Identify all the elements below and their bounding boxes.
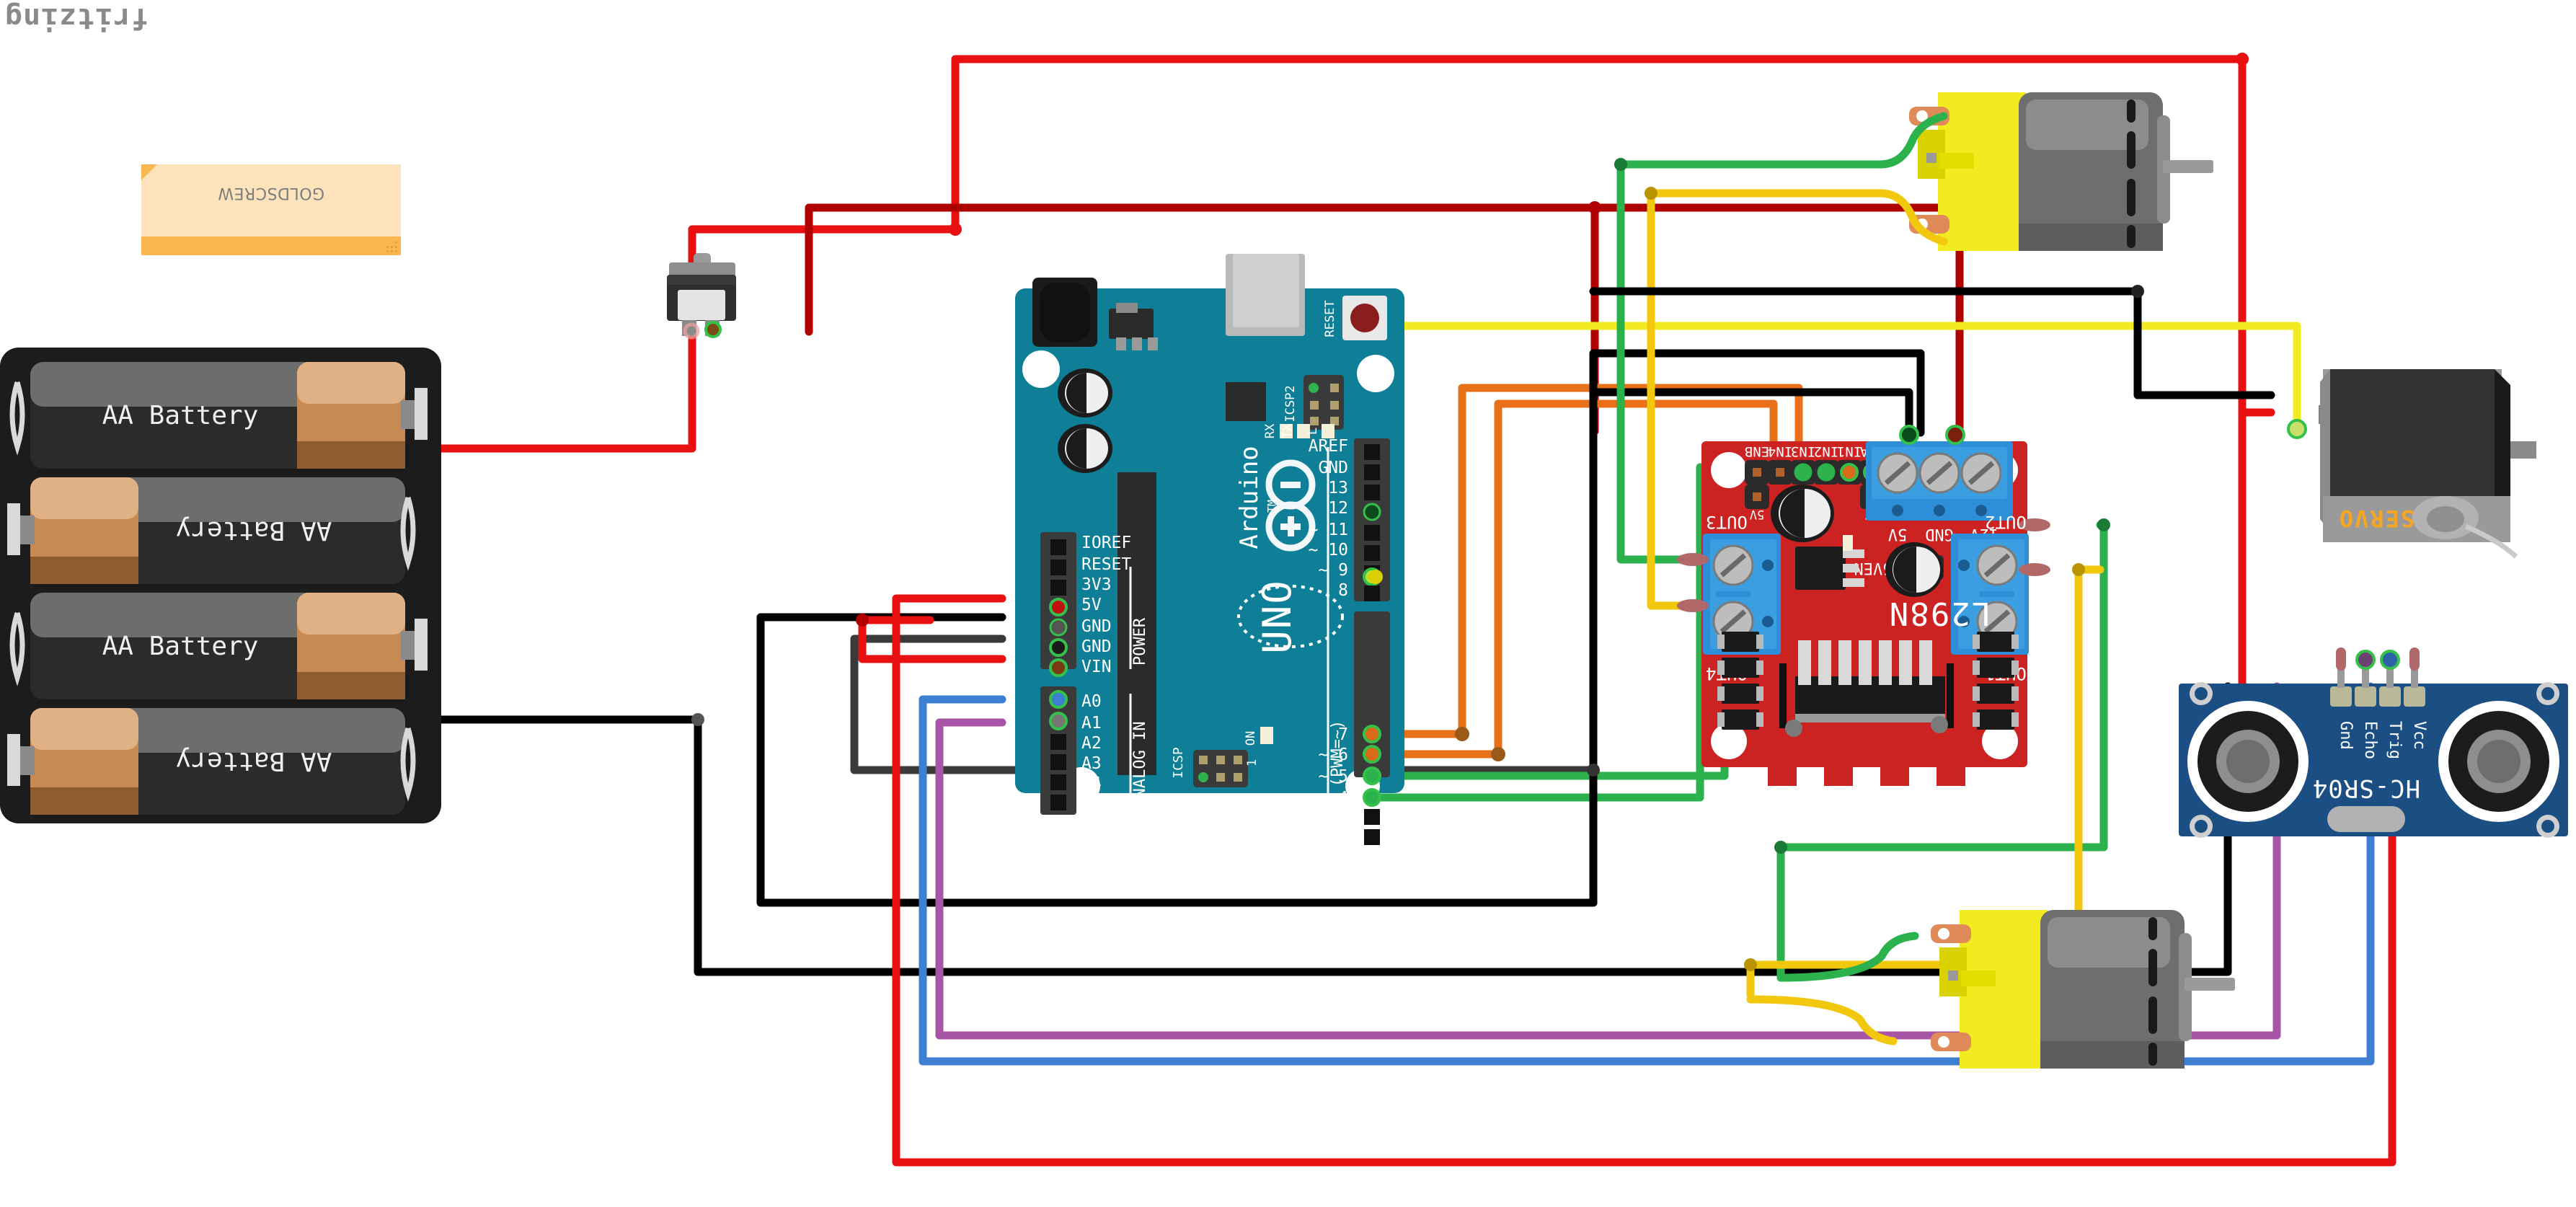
- l298n-silk-title: L298N: [1888, 595, 1991, 632]
- battery-cell: AA Battery: [7, 477, 416, 584]
- wire-battery-neg: [428, 715, 1598, 976]
- arduino-pin-GND3: GND: [1318, 459, 1348, 477]
- servo-silk-text: SERVO: [2338, 505, 2415, 532]
- arduino-pin-VIN: VIN: [1081, 658, 1112, 676]
- wire-a1-echo: [935, 682, 2281, 1040]
- battery-cell: AA Battery: [9, 362, 428, 469]
- component-l298n[interactable]: ENB IN4 IN3 IN2 IN1 ENA 5V 5V: [1677, 425, 2050, 786]
- arduino-icsp-label: ICSP: [1171, 747, 1186, 779]
- wire-out4-motor-top-gold: [1647, 189, 1885, 610]
- wire-servo-gnd: [1589, 287, 2275, 399]
- wire-switch-to-l298n-12v: [805, 203, 1599, 436]
- battery-cell: AA Battery: [9, 593, 428, 699]
- wire-pin7-ena: [1371, 384, 1803, 738]
- battery-label: AA Battery: [102, 401, 259, 430]
- arduino-pin-8: 8: [1338, 581, 1348, 600]
- hcsr04-pin-Trig: Trig: [2386, 721, 2404, 759]
- arduino-pin-A5: A5: [1081, 795, 1102, 813]
- arduino-pin-3: ~ 3: [1318, 809, 1348, 828]
- l298n-pin-IN2: IN2: [1814, 443, 1838, 459]
- arduino-trademark: TM: [1265, 500, 1278, 513]
- l298n-aux-5v-left: 5V: [1750, 507, 1764, 521]
- arduino-power-group-label: POWER: [1131, 617, 1149, 666]
- wire-battery-pos-to-switch: [428, 327, 696, 453]
- arduino-on-label: ON: [1244, 731, 1258, 746]
- wire-pin6-in1: [1371, 399, 1778, 759]
- component-toggle-switch[interactable]: [667, 253, 736, 340]
- arduino-reset-label: RESET: [1323, 300, 1337, 337]
- arduino-pin-RX0: RX0 ◀ 0: [1278, 870, 1348, 888]
- hcsr04-pin-Echo: Echo: [2361, 721, 2379, 759]
- l298n-out12-terminal: [1951, 518, 2050, 655]
- l298n-pin-IN1: IN1: [1837, 443, 1862, 459]
- battery-label: AA Battery: [102, 632, 259, 661]
- arduino-l-label: L: [1306, 428, 1320, 435]
- arduino-digital-group-label: DIGITAL (PWM=~): [1329, 720, 1347, 864]
- arduino-pin-9: ~ 9: [1318, 561, 1348, 580]
- hcsr04-pin-Vcc: Vcc: [2410, 721, 2428, 750]
- wire-arduino-5v: [892, 594, 1006, 632]
- l298n-out3-label: OUT3: [1706, 512, 1748, 532]
- arduino-pin-5V: 5V: [1081, 596, 1102, 614]
- wire-pin4-in3: [1371, 463, 1704, 802]
- arduino-pin-A3: A3: [1081, 754, 1102, 773]
- arduino-logo: [1265, 459, 1316, 552]
- arduino-pin-6: ~ 6: [1318, 746, 1348, 764]
- l298n-terminal-5v: 5V: [1888, 525, 1908, 543]
- battery-label: AA Battery: [176, 516, 332, 545]
- wire-5v-rail-to-sensor: [892, 623, 2396, 1167]
- l298n-pin-IN4: IN4: [1768, 443, 1792, 459]
- arduino-pin-3V3: 3V3: [1081, 575, 1112, 594]
- arduino-pin-7: 7: [1338, 725, 1348, 744]
- arduino-icsp2-label: ICSP2: [1283, 385, 1298, 422]
- l298n-pin-IN3: IN3: [1791, 443, 1815, 459]
- wire-gnd-l298n-2: [1589, 349, 1925, 907]
- arduino-analog-group-label: ANALOG IN: [1131, 721, 1149, 807]
- arduino-icsp-pin1-label: 1: [1245, 759, 1260, 766]
- component-battery-holder[interactable]: AA Battery AA Battery: [0, 348, 441, 823]
- component-hcsr04[interactable]: Gnd Echo Trig Vcc HC-SR04: [2179, 647, 2568, 838]
- battery-label: AA Battery: [176, 746, 332, 776]
- arduino-pin-13: 13: [1328, 479, 1348, 498]
- arduino-rx-label: RX: [1263, 423, 1278, 438]
- component-arduino-uno[interactable]: RESET ICSP2 ICSP: [1015, 254, 1404, 888]
- arduino-pin-A1: A1: [1081, 714, 1102, 733]
- battery-cell: AA Battery: [7, 708, 416, 815]
- hcsr04-pin-Gnd: Gnd: [2337, 721, 2355, 750]
- l298n-out34-terminal: [1677, 534, 1781, 655]
- arduino-pin-IOREF: IOREF: [1081, 534, 1131, 552]
- arduino-pin-5: ~ 5: [1318, 767, 1348, 786]
- l298n-power-terminal: [1866, 425, 2013, 521]
- arduino-pin-TX0: TX0 ▶ 1: [1278, 849, 1348, 868]
- arduino-pin-A0: A0: [1081, 692, 1102, 711]
- component-servo[interactable]: SERVO: [2287, 369, 2536, 559]
- arduino-pin-12: 12: [1328, 499, 1348, 518]
- l298n-terminal-gnd: GND: [1925, 525, 1954, 543]
- component-dc-motor-top[interactable]: [1876, 92, 2213, 251]
- arduino-silk-title: Arduino: [1235, 446, 1264, 549]
- arduino-pin-GND2: GND: [1081, 637, 1112, 656]
- hcsr04-silk-text: HC-SR04: [2312, 774, 2420, 803]
- component-dc-motor-bottom[interactable]: [1746, 910, 2235, 1069]
- l298n-out2-label: OUT2: [1985, 512, 2027, 532]
- arduino-pin-RESET: RESET: [1081, 555, 1131, 574]
- arduino-tx-label: TX: [1280, 423, 1295, 438]
- arduino-pin-A2: A2: [1081, 734, 1102, 753]
- l298n-pin-ENB: ENB: [1745, 443, 1769, 459]
- arduino-pin-A4: A4: [1081, 774, 1102, 793]
- wire-a0-trig: [919, 682, 2375, 1066]
- arduino-pin-GND1: GND: [1081, 617, 1112, 636]
- arduino-pin-4: 4: [1338, 789, 1348, 808]
- arduino-pin-2: 2: [1338, 829, 1348, 848]
